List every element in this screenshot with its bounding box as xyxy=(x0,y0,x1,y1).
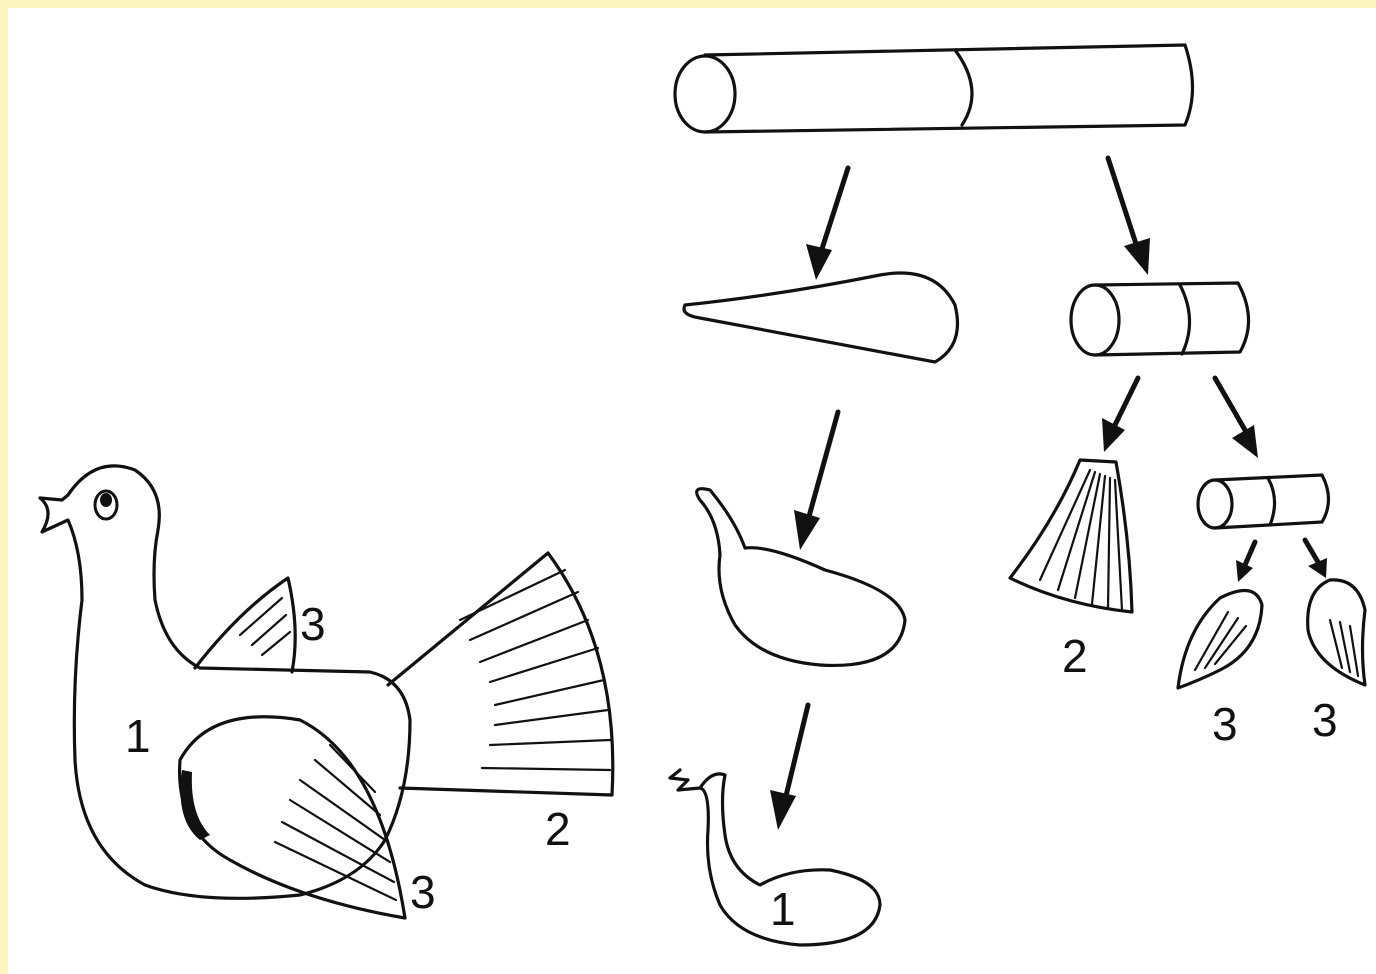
label-bird-wing-side: 3 xyxy=(410,866,436,918)
arrow-roll-to-short-cylinder xyxy=(1108,158,1150,275)
bird-upper-wing xyxy=(195,578,295,672)
wing-piece-right xyxy=(1308,580,1365,685)
arrow-to-wing-left xyxy=(1236,542,1255,582)
label-step-wing-right: 3 xyxy=(1312,694,1338,746)
label-bird-tail: 2 xyxy=(545,803,571,855)
teardrop-shape xyxy=(684,273,958,362)
arrow-roll-to-teardrop xyxy=(806,168,848,280)
bird-side-wing xyxy=(180,717,405,918)
assembled-bird: 1 2 3 3 xyxy=(40,466,613,918)
diagram-frame: 1 2 3 3 1 xyxy=(8,8,1376,974)
tail-fan-piece xyxy=(1010,460,1132,612)
label-step-tail: 2 xyxy=(1062,630,1088,682)
small-cylinder xyxy=(1198,475,1329,528)
wing-piece-left xyxy=(1178,590,1262,688)
short-cylinder xyxy=(1071,283,1249,355)
clay-roll xyxy=(675,45,1193,132)
arrow-bent-to-body xyxy=(770,705,808,830)
label-bird-body: 1 xyxy=(125,710,151,762)
label-bird-wing-top: 3 xyxy=(300,598,326,650)
arrow-teardrop-to-bent xyxy=(794,412,838,550)
label-step-body: 1 xyxy=(770,883,796,935)
arrow-to-wing-right xyxy=(1305,540,1327,578)
label-step-wing-left: 3 xyxy=(1212,698,1238,750)
bird-tail-fan xyxy=(388,553,613,795)
bird-modeling-diagram: 1 2 3 3 1 xyxy=(8,8,1376,974)
arrow-cylinder-to-small-cylinder xyxy=(1215,378,1258,458)
arrow-cylinder-to-tail xyxy=(1102,378,1138,452)
bird-body-outline xyxy=(40,466,410,898)
